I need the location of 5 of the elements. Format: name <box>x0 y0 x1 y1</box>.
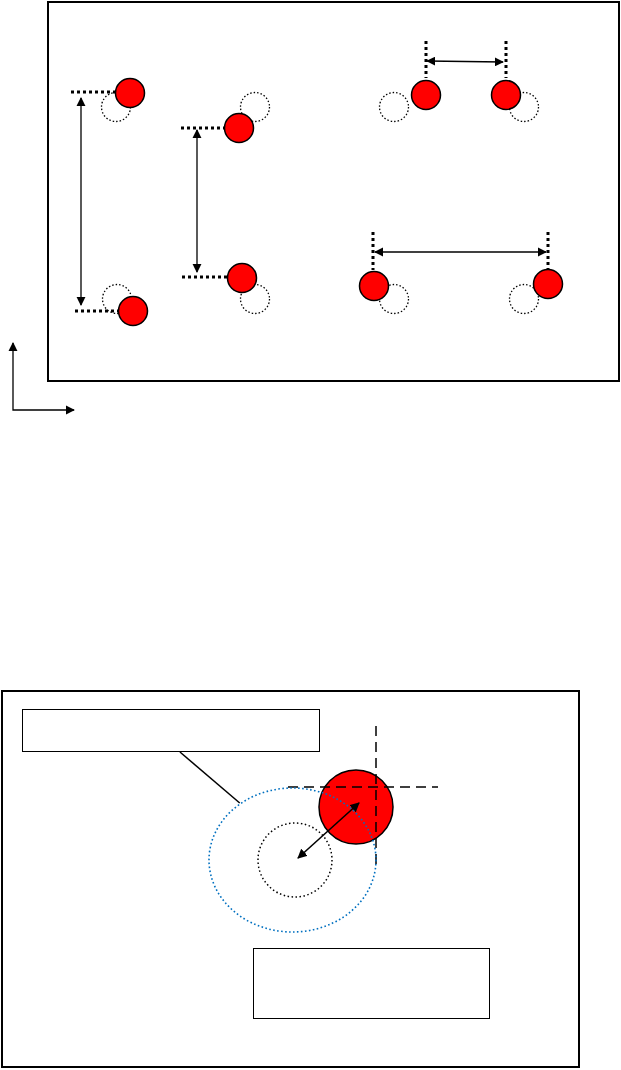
text-box <box>253 948 490 1019</box>
leader-line <box>179 751 241 804</box>
text-box <box>22 709 320 752</box>
frame-box <box>1 690 580 1068</box>
frame-box <box>47 1 620 382</box>
